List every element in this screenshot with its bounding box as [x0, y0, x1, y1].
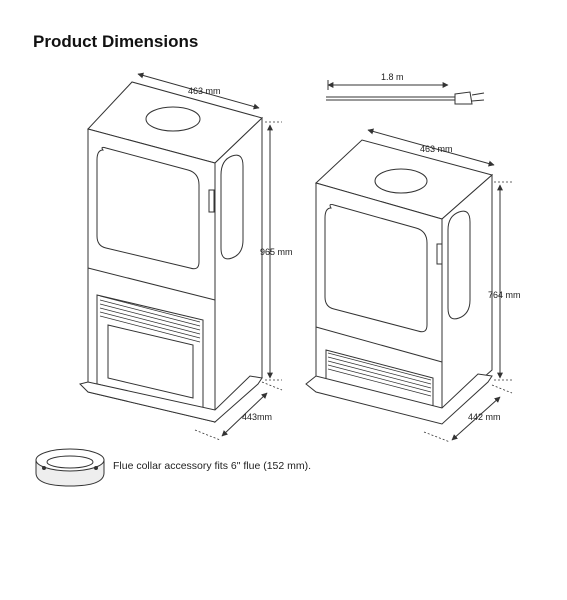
stove-short-illustration [305, 139, 494, 425]
flue-collar-icon [35, 448, 105, 487]
accessory-note: Flue collar accessory fits 6" flue (152 … [113, 460, 311, 472]
right-width-dimension-line [367, 128, 495, 167]
left-width-label: 463 mm [188, 86, 221, 96]
left-width-dimension-line [137, 72, 260, 110]
power-plug-icon [454, 91, 485, 105]
page-title: Product Dimensions [33, 32, 199, 51]
right-depth-label: 442 mm [468, 412, 501, 422]
right-depth-dimension-line [451, 396, 501, 441]
left-depth-dimension-line [221, 392, 268, 437]
stove-tall-illustration [79, 81, 263, 424]
right-height-label: 764 mm [488, 290, 521, 300]
left-depth-label: 443mm [242, 412, 272, 422]
right-width-label: 463 mm [420, 144, 453, 154]
cord-length-label: 1.8 m [381, 72, 404, 82]
left-height-label: 965 mm [260, 247, 293, 257]
